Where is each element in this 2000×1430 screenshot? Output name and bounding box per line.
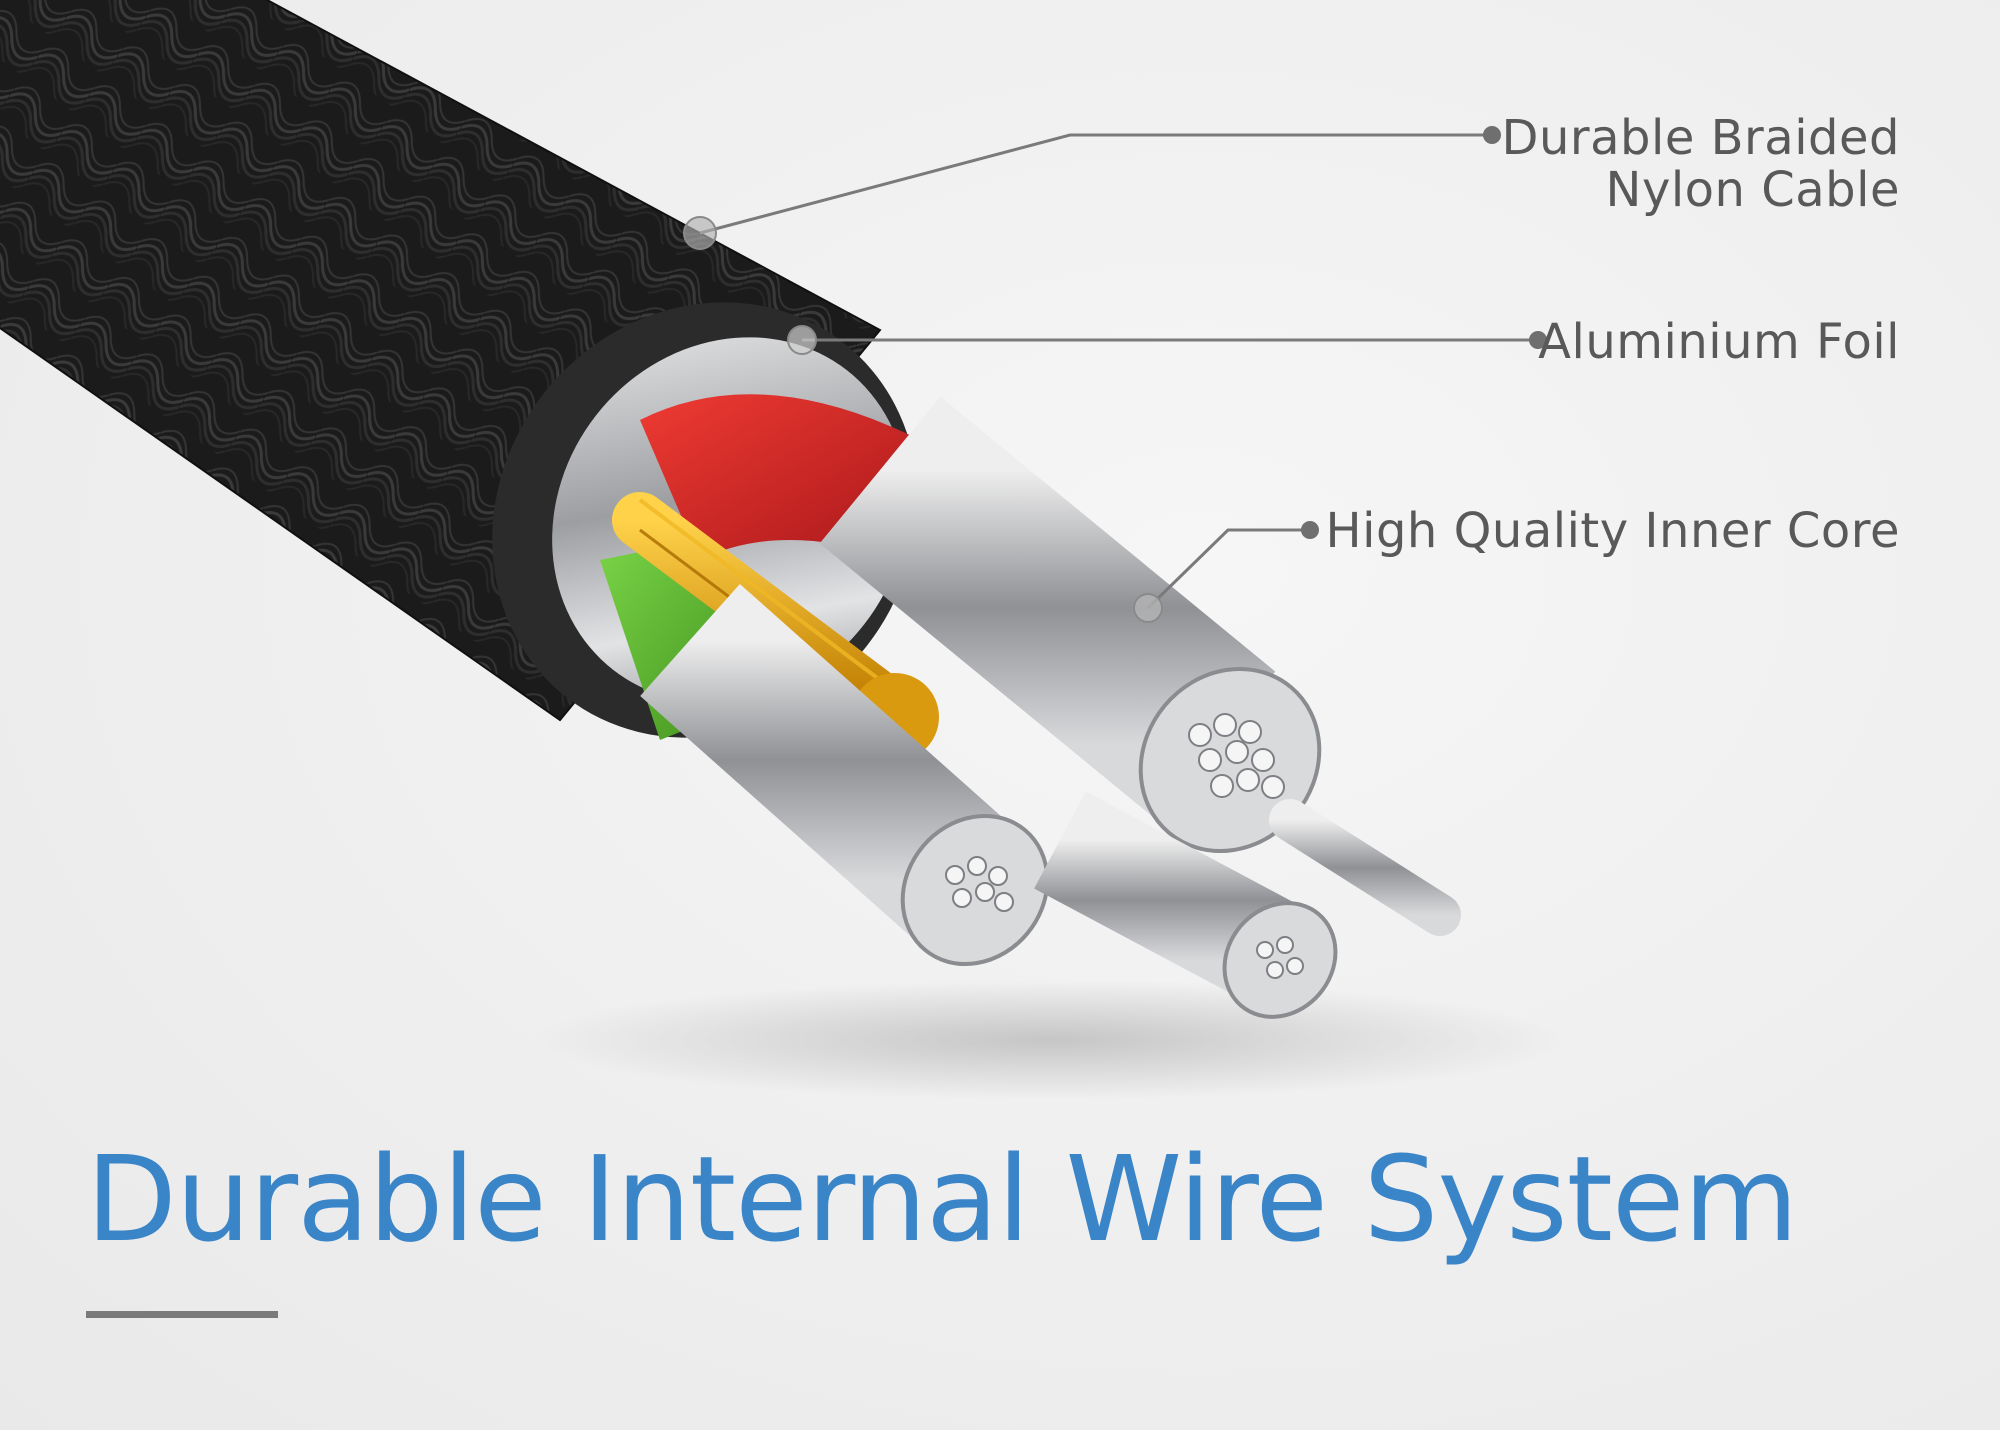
inner-core-bundle-bottom [1034, 791, 1338, 1019]
callout-braided-line2: Nylon Cable [1605, 162, 1900, 218]
callout-leader-lines [699, 133, 1536, 610]
callout-braided-nylon-cable: Durable Braided Nylon Cable [1501, 112, 1900, 216]
headline-underline [86, 1311, 278, 1318]
inner-core-bundle-left [640, 583, 1050, 967]
callout-aluminium-foil: Aluminium Foil [1538, 316, 1900, 368]
headline: Durable Internal Wire System [86, 1130, 1798, 1268]
callout-inner-core: High Quality Inner Core [1326, 505, 1900, 557]
callout-core-text: High Quality Inner Core [1325, 503, 1900, 559]
strand-end-dots [945, 713, 1304, 979]
cable-shadow [530, 980, 1570, 1100]
inner-core-thin-strand [1269, 799, 1461, 936]
callout-foil-text: Aluminium Foil [1538, 314, 1900, 370]
callout-braided-line1: Durable Braided [1501, 110, 1900, 166]
callout-anchor-dots [683, 126, 1547, 623]
